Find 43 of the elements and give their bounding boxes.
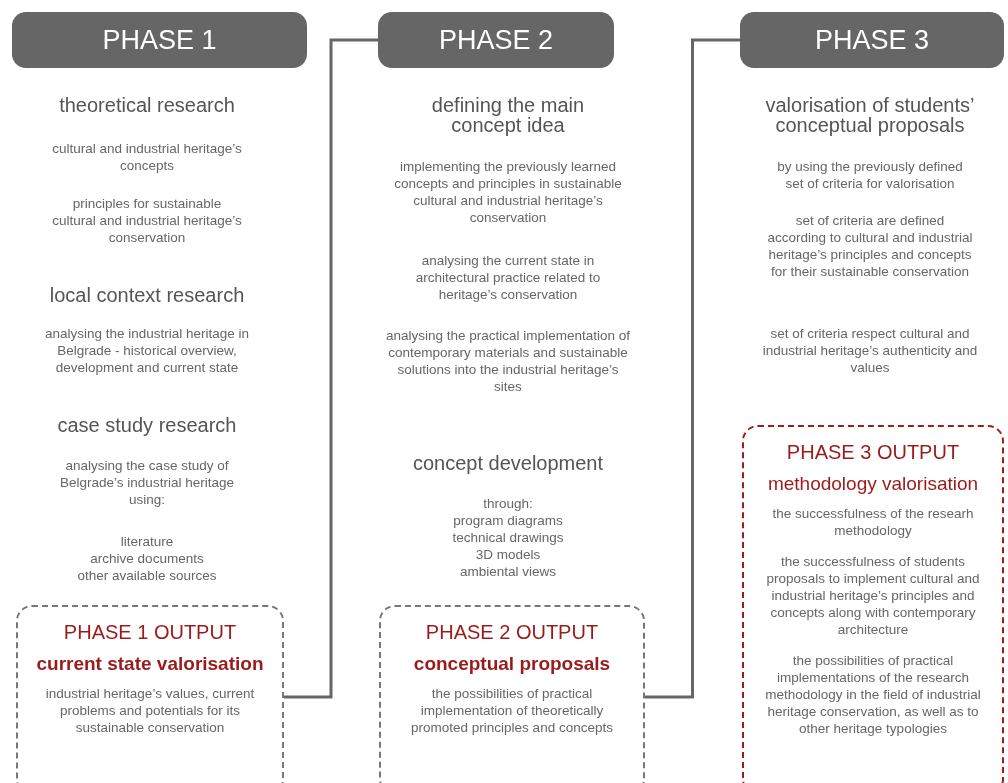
connector-line <box>284 38 378 699</box>
output-subtitle: methodology valorisation <box>767 474 979 493</box>
description-text: technical drawings <box>451 529 565 546</box>
output-description: the possibilities of practical implementations of the research methodology in the field of industrial heritage conservation, as well as to other heritage typologies <box>764 652 982 737</box>
description-text: other available sources <box>76 567 218 584</box>
description-text: ambiental views <box>458 563 557 580</box>
phase-header: PHASE 3 <box>740 12 1004 68</box>
output-subtitle: conceptual proposals <box>413 654 611 673</box>
section-heading: concept development <box>411 453 605 473</box>
description-text: set of criteria respect cultural and industrial heritage’s authenticity and values <box>761 325 979 376</box>
phase-header: PHASE 1 <box>12 12 307 68</box>
description-text: analysing the current state in architectural practice related to heritage’s conservation <box>414 252 602 303</box>
description-text: through: <box>482 495 534 512</box>
description-text: analysing the case study of Belgrade’s industrial heritage using: <box>59 457 235 508</box>
section-heading: theoretical research <box>58 95 236 115</box>
description-text: set of criteria are defined according to cultural and industrial heritage’s principles and concepts for their sustainable conservation <box>766 212 974 280</box>
description-text: analysing the practical implementation of contemporary materials and sustainable solutions into the industrial heritage’s sites <box>385 327 631 395</box>
description-text: by using the previously defined set of criteria for valorisation <box>776 158 964 192</box>
description-text: archive documents <box>89 550 205 567</box>
output-description: the successfulness of students proposals to implement cultural and industrial heritage’s principles and concepts along with contemporary architecture <box>765 553 981 638</box>
section-heading: local context research <box>48 285 246 305</box>
output-title: PHASE 2 OUTPUT <box>425 621 599 644</box>
section-heading: valorisation of students’ conceptual proposals <box>764 95 976 135</box>
description-text: program diagrams <box>452 512 564 529</box>
output-title: PHASE 1 OUTPUT <box>63 621 237 644</box>
output-description: the possibilities of practical implementation of theoretically promoted principles and concepts <box>410 685 614 736</box>
output-subtitle: current state valorisation <box>36 654 264 673</box>
output-box <box>742 425 1004 783</box>
description-text: implementing the previously learned concepts and principles in sustainable cultural and industrial heritage’s conservation <box>393 158 623 226</box>
output-description: industrial heritage’s values, current problems and potentials for its sustainable conservation <box>44 685 256 736</box>
output-description: the successfulness of the researh methodology <box>771 505 975 539</box>
output-title: PHASE 3 OUTPUT <box>786 441 960 464</box>
output-box <box>379 605 645 783</box>
section-heading: case study research <box>56 415 238 435</box>
description-text: analysing the industrial heritage in Belgrade - historical overview, development and current state <box>43 325 251 376</box>
connector-line <box>645 38 740 699</box>
description-text: literature <box>119 533 175 550</box>
phase-header: PHASE 2 <box>378 12 614 68</box>
output-box <box>16 605 284 783</box>
section-heading: defining the main concept idea <box>430 95 586 135</box>
description-text: principles for sustainable cultural and industrial heritage’s conservation <box>52 195 242 246</box>
description-text: 3D models <box>474 546 542 563</box>
description-text: cultural and industrial heritage’s concepts <box>52 140 242 174</box>
